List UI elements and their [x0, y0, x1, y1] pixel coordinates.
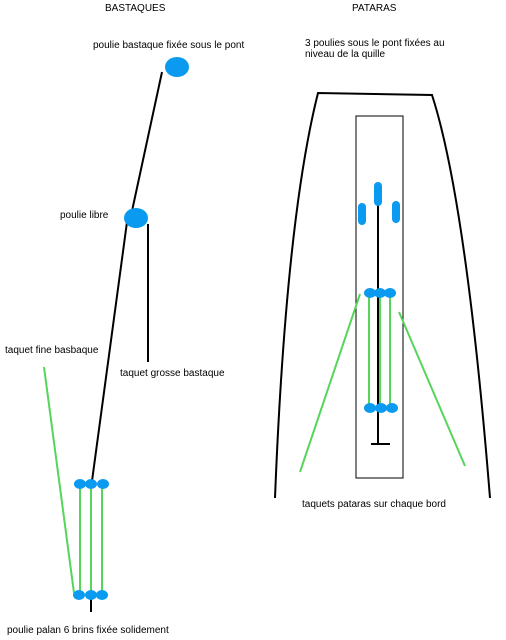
pataras-cleats-label: taquets pataras sur chaque bord — [302, 499, 446, 510]
free-to-tackle-line — [91, 221, 128, 482]
top-pulley-label: poulie bastaque fixée sous le pont — [93, 40, 244, 51]
pataras-pulley-bottom-2-icon — [375, 403, 387, 413]
free-pulley-icon — [124, 208, 148, 228]
free-pulley-label: poulie libre — [60, 210, 109, 221]
deck-pulley-right-icon — [392, 201, 400, 223]
hull-outline — [274, 91, 491, 499]
tackle-pulley-bottom-3-icon — [96, 590, 108, 600]
top-to-free-line — [131, 71, 163, 212]
tackle-pulley-top-1-icon — [74, 479, 86, 489]
pataras-rope-right — [398, 311, 466, 467]
pataras-pulley-bottom-1-icon — [364, 403, 376, 413]
deck-pulley-center-icon — [374, 182, 382, 206]
bastaques-title: BASTAQUES — [105, 3, 166, 14]
tackle-pulley-bottom-1-icon — [73, 590, 85, 600]
fine-cleat-rope — [43, 366, 75, 594]
fine-cleat-label: taquet fine basbaque — [5, 345, 99, 356]
pataras-rope-left — [299, 293, 361, 473]
tackle-pulley-top-3-icon — [97, 479, 109, 489]
tackle-label: poulie palan 6 brins fixée solidement — [7, 625, 169, 636]
pataras-pulley-top-1-icon — [364, 288, 376, 298]
coarse-cleat-label: taquet grosse bastaque — [120, 368, 225, 379]
pataras-pulleys-label-2: niveau de la quille — [305, 49, 385, 60]
tackle-pulley-bottom-2-icon — [85, 590, 97, 600]
pataras-pulley-top-3-icon — [384, 288, 396, 298]
pataras-pulleys-label-1: 3 poulies sous le pont fixées au — [305, 38, 445, 49]
keel-box — [355, 115, 404, 479]
top-pulley-icon — [165, 57, 189, 77]
deck-pulley-left-icon — [358, 203, 366, 225]
pataras-pulley-bottom-3-icon — [386, 403, 398, 413]
pataras-title: PATARAS — [352, 3, 397, 14]
pataras-pulley-top-2-icon — [374, 288, 386, 298]
tackle-pulley-top-2-icon — [85, 479, 97, 489]
